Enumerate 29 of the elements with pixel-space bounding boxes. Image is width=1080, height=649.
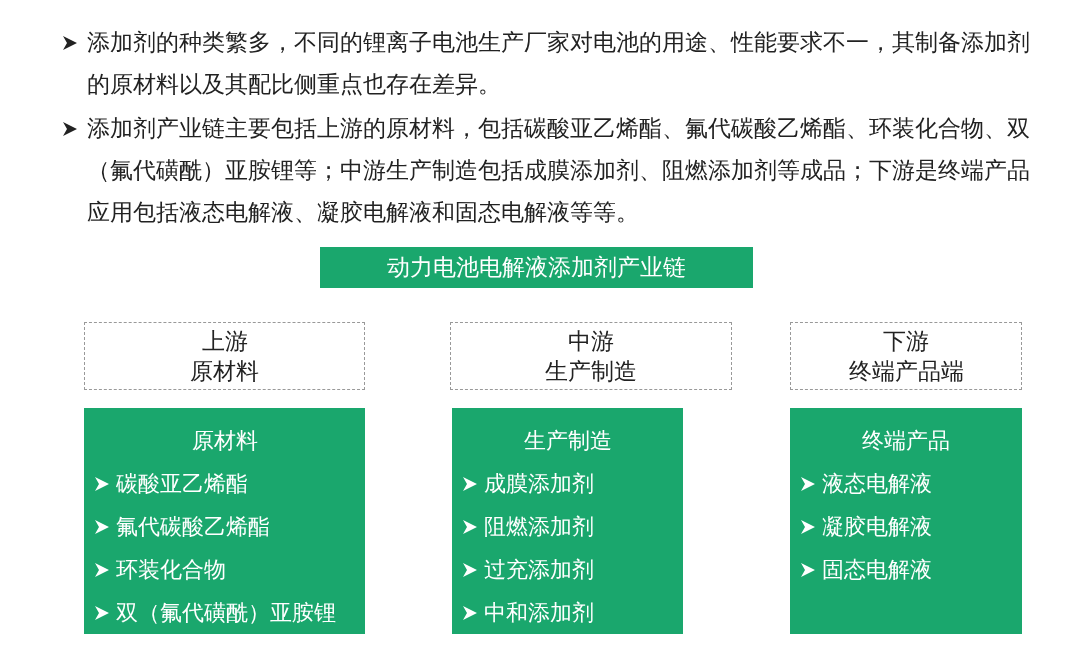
list-item: 氟代碳酸乙烯酯 [116, 513, 270, 541]
panel-heading: 生产制造 [522, 427, 613, 455]
list-item: 液态电解液 [822, 470, 932, 498]
list-item: 成膜添加剂 [484, 470, 594, 498]
stage-label: 生产制造 [545, 357, 637, 386]
category-panel [84, 408, 365, 634]
stage-label: 终端产品端 [848, 357, 964, 386]
list-item: 双（氟代磺酰）亚胺锂 [116, 599, 336, 627]
stage-box [790, 322, 1022, 390]
stage-label: 下游 [883, 327, 929, 356]
panel-heading: 原材料 [190, 427, 259, 455]
title-banner: 动力电池电解液添加剂产业链 [320, 247, 753, 288]
paragraph: 添加剂的种类繁多，不同的锂离子电池生产厂家对电池的用途、性能要求不一，其制备添加剂的原材料以及其配比侧重点也存在差异。 [87, 29, 1031, 99]
list-item: 中和添加剂 [484, 599, 594, 627]
panel-heading: 终端产品 [861, 427, 951, 455]
stage-label: 中游 [568, 327, 614, 356]
list-item: 碳酸亚乙烯酯 [116, 470, 248, 498]
stage-label: 原材料 [190, 357, 259, 386]
stage-label: 上游 [201, 327, 248, 356]
stage-box [84, 322, 365, 390]
list-item: 环装化合物 [116, 556, 226, 584]
list-item: 过充添加剂 [484, 556, 594, 584]
stage-box [450, 322, 732, 390]
list-item: 阻燃添加剂 [484, 513, 594, 541]
category-panel [452, 408, 683, 634]
paragraph: 添加剂产业链主要包括上游的原材料，包括碳酸亚乙烯酯、氟代碳酸乙烯酯、环装化合物、双（氟代磺酰）亚胺锂等；中游生产制造包括成膜添加剂、阻燃添加剂等成品；下游是终端产品应用包括液态电解液、凝胶电解液和固态电解液等等。 [87, 115, 1031, 227]
category-panel [790, 408, 1022, 634]
list-item: 凝胶电解液 [822, 513, 932, 541]
list-item: 固态电解液 [822, 556, 932, 584]
